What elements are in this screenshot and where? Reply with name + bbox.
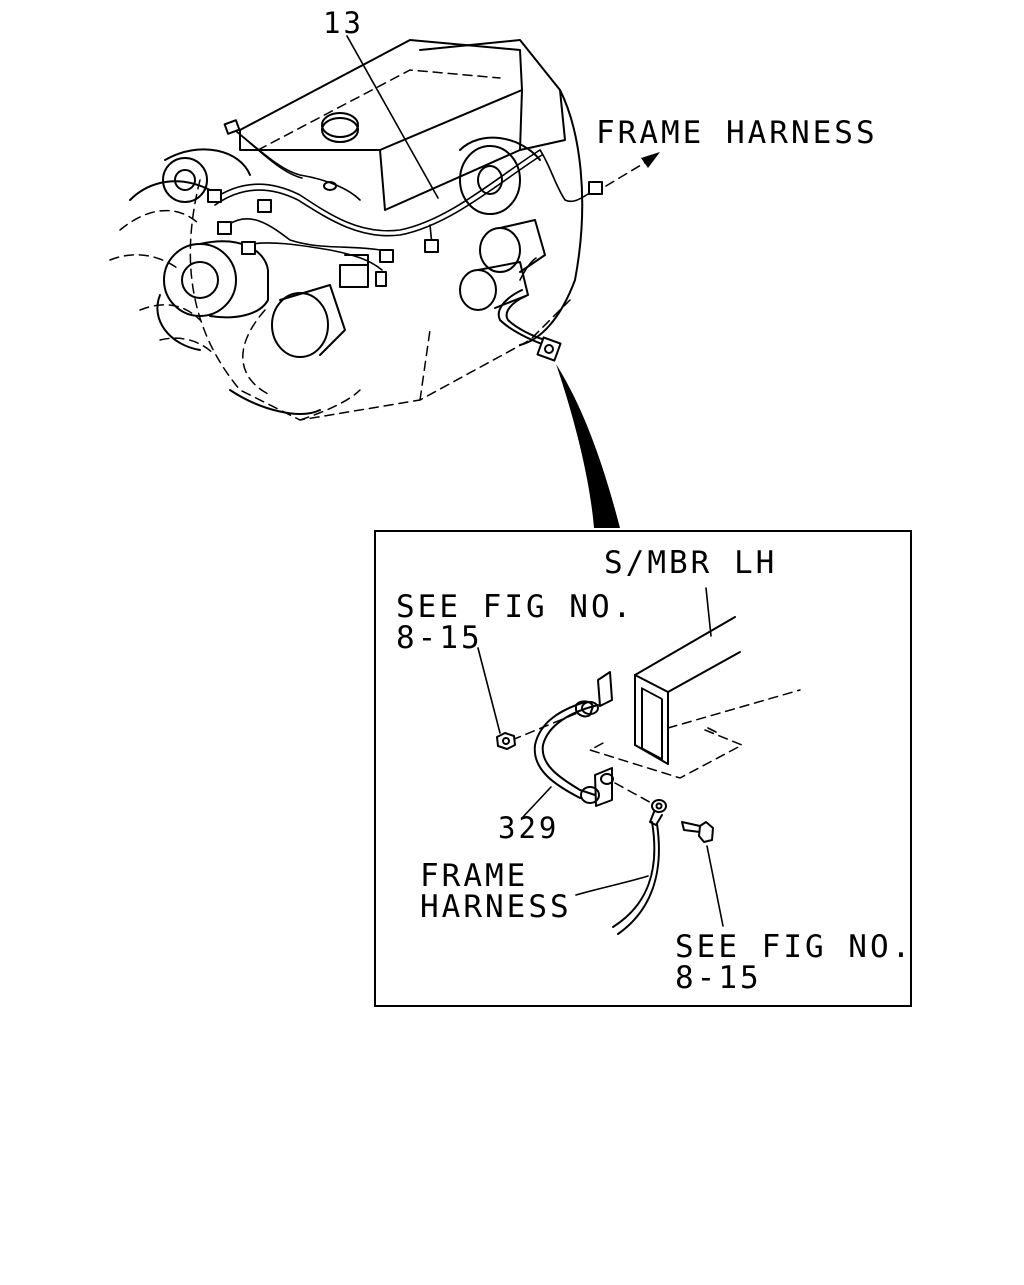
- bolt-upper: [496, 711, 581, 750]
- label-see-fig-bottom-line1: SEE FIG NO.: [675, 929, 913, 965]
- detail-callout-pointer: [556, 364, 620, 528]
- engine-assembly: [109, 39, 584, 421]
- label-frame-harness-line1: FRAME: [420, 858, 528, 894]
- side-member-lh: [588, 616, 801, 779]
- label-smbr-lh: S/MBR LH: [604, 545, 777, 581]
- frame-harness-arrow: [605, 152, 660, 187]
- engine-wiring-harness: [207, 119, 603, 287]
- label-frame-harness-line2: HARNESS: [420, 889, 572, 925]
- frame-harness-cable: [612, 799, 667, 935]
- part-number-13: 13: [323, 6, 364, 40]
- detail-view-frame: [374, 530, 912, 1007]
- bolt-lower: [614, 782, 714, 843]
- label-see-fig-bottom-line2: 8-15: [675, 960, 762, 996]
- ground-strap-engine-view: [497, 289, 562, 362]
- label-see-fig-top-line1: SEE FIG NO.: [396, 589, 634, 625]
- part-number-329: 329: [498, 811, 559, 845]
- leader-13: [346, 35, 439, 199]
- detail-leaders: [477, 587, 724, 927]
- label-see-fig-top-line2: 8-15: [396, 620, 483, 656]
- label-frame-harness-top: FRAME HARNESS: [596, 115, 878, 151]
- ground-strap-329: [533, 671, 614, 807]
